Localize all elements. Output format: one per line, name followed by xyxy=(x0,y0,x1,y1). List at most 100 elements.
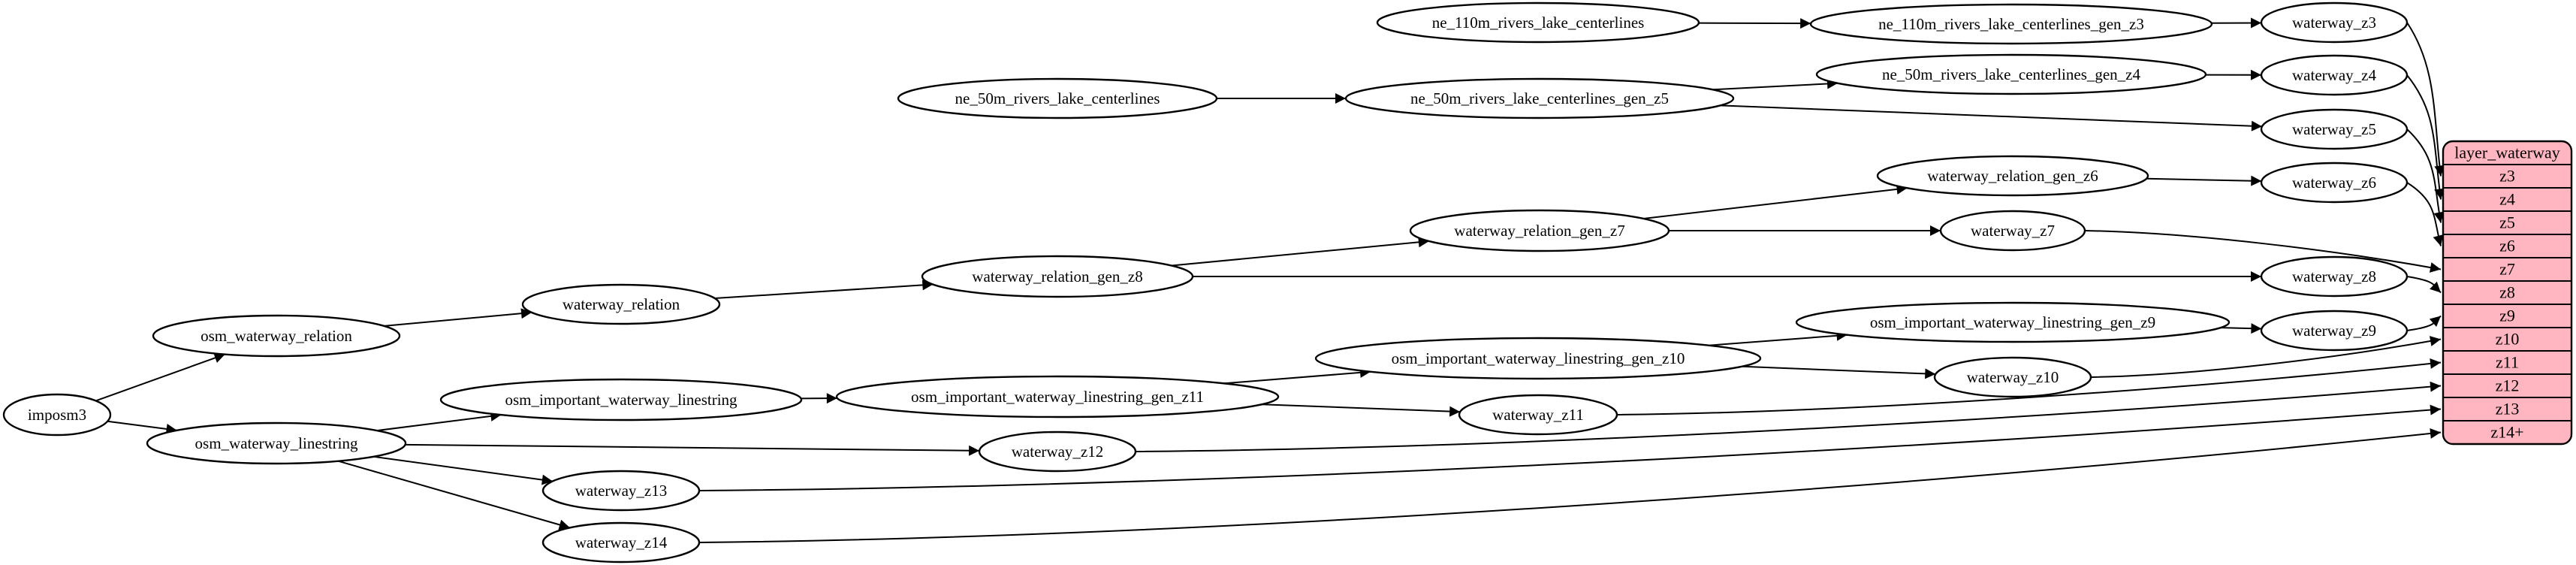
node-ne_50m_rivers_lake_centerlines_gen_z4: ne_50m_rivers_lake_centerlines_gen_z4 xyxy=(1815,53,2207,95)
node-ne_50m_rivers_lake_centerlines: ne_50m_rivers_lake_centerlines xyxy=(897,77,1218,119)
table-row-z13: z13 xyxy=(2496,400,2520,418)
node-label: waterway_z11 xyxy=(1492,406,1584,424)
node-waterway_z10: waterway_z10 xyxy=(1933,356,2092,398)
node-label: waterway_z3 xyxy=(2292,14,2376,32)
edge-osm_waterway_linestring-to-waterway_z13 xyxy=(373,455,553,485)
node-osm_important_waterway_linestring_gen_z11: osm_important_waterway_linestring_gen_z1… xyxy=(835,375,1280,418)
node-label: osm_important_waterway_linestring_gen_z1… xyxy=(1392,349,1685,367)
node-waterway_z4: waterway_z4 xyxy=(2260,54,2409,96)
node-ellipse xyxy=(2260,108,2409,150)
table-row-z4: z4 xyxy=(2499,190,2515,209)
node-label: waterway_z8 xyxy=(2292,267,2376,286)
node-label: waterway_z12 xyxy=(1012,443,1103,461)
edge-ne_50m_rivers_lake_centerlines_gen_z5-to-ne_50m_rivers_lake_centerlines_gen_z4 xyxy=(1712,78,1838,91)
edge-waterway_z4-to-layer_waterway-z4 xyxy=(2406,74,2445,200)
table-layer_waterway: layer_waterwayz3z4z5z6z7z8z9z10z11z12z13… xyxy=(2442,140,2573,446)
edge-waterway_z5-to-layer_waterway-z5 xyxy=(2406,128,2445,223)
node-label: waterway_z6 xyxy=(2292,174,2376,192)
table-row-z11: z11 xyxy=(2496,353,2519,372)
edge-waterway_z7-to-layer_waterway-z7 xyxy=(2084,230,2442,273)
node-waterway_z5: waterway_z5 xyxy=(2260,108,2409,150)
node-waterway_z13: waterway_z13 xyxy=(541,470,701,512)
node-ellipse xyxy=(1809,3,2213,45)
node-ellipse xyxy=(897,77,1218,119)
node-osm_important_waterway_linestring_gen_z10: osm_important_waterway_linestring_gen_z1… xyxy=(1314,337,1762,380)
node-label: waterway_z5 xyxy=(2292,120,2376,138)
edge-osm_waterway_linestring-to-osm_important_waterway_linestring xyxy=(376,410,502,432)
table-row-z14+: z14+ xyxy=(2490,423,2523,442)
node-waterway_z11: waterway_z11 xyxy=(1458,394,1618,436)
node-ne_50m_rivers_lake_centerlines_gen_z5: ne_50m_rivers_lake_centerlines_gen_z5 xyxy=(1344,77,1735,119)
node-ellipse xyxy=(2260,162,2409,204)
edge-osm_waterway_linestring-to-waterway_z14 xyxy=(338,460,571,530)
node-label: ne_110m_rivers_lake_centerlines_gen_z3 xyxy=(1878,15,2144,33)
node-label: waterway_z7 xyxy=(1971,222,2055,240)
node-label: osm_important_waterway_linestring_gen_z1… xyxy=(911,388,1204,406)
edge-osm_waterway_linestring-to-waterway_z12 xyxy=(405,443,980,456)
edge-waterway_z13-to-layer_waterway-z13 xyxy=(698,404,2442,491)
node-label: waterway_z9 xyxy=(2292,322,2376,340)
table-row-z9: z9 xyxy=(2499,307,2515,325)
node-label: waterway_z4 xyxy=(2292,66,2376,84)
node-ne_110m_rivers_lake_centerlines_gen_z3: ne_110m_rivers_lake_centerlines_gen_z3 xyxy=(1809,3,2213,45)
edge-osm_important_waterway_linestring_gen_z11-to-waterway_z11 xyxy=(1262,403,1461,417)
node-label: imposm3 xyxy=(28,406,86,424)
node-ellipse xyxy=(921,255,1194,298)
node-osm_important_waterway_linestring: osm_important_waterway_linestring xyxy=(439,378,803,421)
node-waterway_z3: waterway_z3 xyxy=(2260,2,2409,44)
table-row-z7: z7 xyxy=(2499,260,2515,279)
table-row-z3: z3 xyxy=(2499,167,2515,186)
node-label: ne_50m_rivers_lake_centerlines_gen_z5 xyxy=(1410,89,1669,107)
edge-osm_waterway_relation-to-waterway_relation xyxy=(384,308,532,327)
node-ellipse xyxy=(2260,255,2409,298)
node-ellipse xyxy=(1409,209,1670,252)
node-osm_important_waterway_linestring_gen_z9: osm_important_waterway_linestring_gen_z9 xyxy=(1795,301,2231,343)
node-waterway_relation_gen_z8: waterway_relation_gen_z8 xyxy=(921,255,1194,298)
edge-waterway_z8-to-layer_waterway-z8 xyxy=(2406,276,2442,294)
node-osm_waterway_linestring: osm_waterway_linestring xyxy=(146,421,407,465)
node-label: waterway_relation xyxy=(563,295,680,313)
node-waterway_z6: waterway_z6 xyxy=(2260,162,2409,204)
node-ellipse xyxy=(1795,301,2231,343)
node-ne_110m_rivers_lake_centerlines: ne_110m_rivers_lake_centerlines xyxy=(1376,2,1700,44)
edge-waterway_z6-to-layer_waterway-z6 xyxy=(2406,182,2444,246)
edge-osm_important_waterway_linestring_gen_z11-to-osm_important_waterway_linestring_gen_z10 xyxy=(1223,367,1371,385)
edge-imposm3-to-osm_waterway_relation xyxy=(95,352,226,402)
node-ellipse xyxy=(1314,337,1762,380)
node-waterway_z9: waterway_z9 xyxy=(2260,310,2409,352)
node-ellipse xyxy=(978,431,1137,473)
node-label: waterway_relation_gen_z7 xyxy=(1454,222,1624,240)
node-label: ne_110m_rivers_lake_centerlines xyxy=(1432,14,1645,32)
nodes-layer: imposm3 osm_waterway_relation osm_waterway… xyxy=(2,2,2409,563)
edge-imposm3-to-osm_waterway_linestring xyxy=(107,420,177,434)
edge-ne_50m_rivers_lake_centerlines_gen_z5-to-waterway_z5 xyxy=(1720,104,2263,131)
node-ellipse xyxy=(2260,310,2409,352)
table-row-z12: z12 xyxy=(2496,376,2520,395)
table-row-z5: z5 xyxy=(2499,213,2515,232)
node-ellipse xyxy=(1939,210,2086,252)
edge-waterway_z10-to-layer_waterway-z10 xyxy=(2090,336,2442,378)
table-row-z10: z10 xyxy=(2496,330,2520,349)
edge-waterway_relation_gen_z7-to-waterway_relation_gen_z6 xyxy=(1643,183,1908,219)
node-ellipse xyxy=(2,393,112,437)
node-ellipse xyxy=(2260,54,2409,96)
node-ellipse xyxy=(521,283,721,325)
node-label: waterway_z10 xyxy=(1967,368,2059,386)
node-label: ne_50m_rivers_lake_centerlines_gen_z4 xyxy=(1882,65,2141,83)
edge-waterway_z3-to-layer_waterway-z3 xyxy=(2406,22,2445,177)
edge-waterway_z11-to-layer_waterway-z11 xyxy=(1616,358,2442,415)
node-label: osm_important_waterway_linestring xyxy=(505,391,738,409)
node-osm_waterway_relation: osm_waterway_relation xyxy=(152,314,401,358)
node-ellipse xyxy=(1933,356,2092,398)
node-ellipse xyxy=(1876,155,2149,197)
node-label: ne_50m_rivers_lake_centerlines xyxy=(955,89,1160,107)
node-label: osm_waterway_relation xyxy=(201,327,352,345)
node-label: waterway_relation_gen_z8 xyxy=(972,267,1142,286)
node-ellipse xyxy=(835,375,1280,418)
table-body xyxy=(2442,140,2573,446)
node-waterway_relation_gen_z7: waterway_relation_gen_z7 xyxy=(1409,209,1670,252)
table-row-z6: z6 xyxy=(2499,237,2515,255)
node-ellipse xyxy=(541,470,701,512)
